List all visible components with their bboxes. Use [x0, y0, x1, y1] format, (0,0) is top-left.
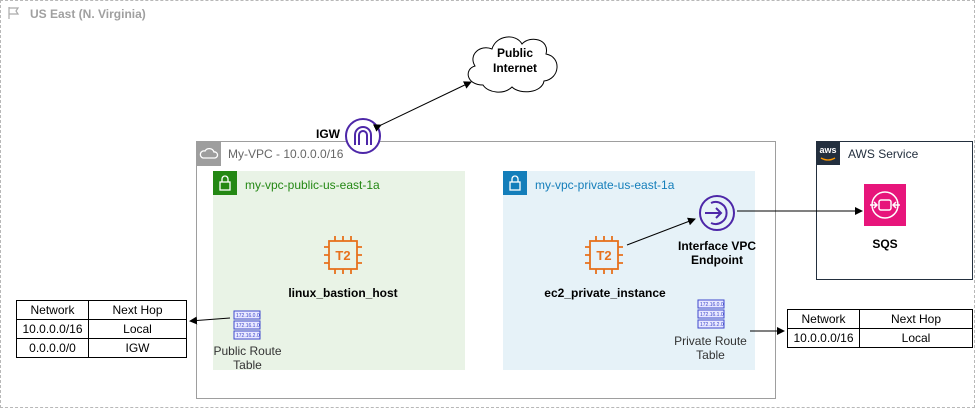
aws-logo-icon: aws	[816, 141, 840, 165]
region-flag-icon	[8, 7, 20, 19]
vpc-label: My-VPC - 10.0.0.0/16	[228, 147, 344, 161]
bastion-host-label: linux_bastion_host	[288, 286, 398, 300]
table-cell: IGW	[88, 338, 187, 358]
private-subnet-label: my-vpc-private-us-east-1a	[535, 178, 675, 192]
internet-label-line2: Internet	[492, 61, 537, 75]
sqs-icon	[864, 184, 906, 226]
vpc-cloud-icon	[197, 142, 221, 166]
instance-to-endpoint-arrow	[626, 217, 696, 246]
table-row: 10.0.0.0/16 Local	[16, 319, 187, 339]
sqs-label: SQS	[872, 237, 898, 251]
internet-gateway-icon	[345, 118, 381, 154]
public-route-table-arrow	[189, 316, 231, 325]
internet-cloud-icon	[467, 36, 558, 93]
endpoint-label-line1: Interface VPC	[677, 239, 757, 253]
ec2-t2-icon-private: T2	[585, 236, 623, 274]
public-route-table-label-line1: Public Route	[213, 344, 282, 358]
public-route-table: Network Next Hop 10.0.0.0/16 Local 0.0.0…	[16, 300, 187, 358]
table-row: 0.0.0.0/0 IGW	[16, 338, 187, 358]
table-header-cell: Next Hop	[88, 300, 187, 320]
svg-text:172.16.2.0: 172.16.2.0	[700, 322, 724, 328]
table-cell: 0.0.0.0/0	[16, 338, 89, 358]
public-subnet-label: my-vpc-public-us-east-1a	[245, 178, 380, 192]
ec2-t2-icon-public: T2	[324, 236, 362, 274]
table-row: 10.0.0.0/16 Local	[787, 328, 973, 348]
public-route-table-label-line2: Table	[233, 358, 262, 372]
table-header-row: Network Next Hop	[787, 309, 973, 329]
table-header-cell: Next Hop	[859, 309, 973, 329]
table-cell: 10.0.0.0/16	[787, 328, 860, 348]
private-subnet-container	[503, 171, 755, 370]
public-route-table-icon: 172.16.0.0 172.16.1.0 172.16.2.0	[233, 310, 261, 341]
svg-text:172.16.1.0: 172.16.1.0	[236, 323, 260, 329]
public-subnet-lock-icon	[213, 171, 237, 195]
internet-label-line1: Public	[496, 46, 533, 60]
table-header-cell: Network	[787, 309, 860, 329]
igw-internet-arrow	[372, 81, 472, 132]
table-cell: Local	[859, 328, 973, 348]
vpc-endpoint-icon	[699, 195, 735, 231]
private-route-table: Network Next Hop 10.0.0.0/16 Local	[787, 309, 973, 348]
igw-label: IGW	[316, 127, 340, 141]
svg-text:172.16.0.0: 172.16.0.0	[700, 302, 724, 308]
svg-text:172.16.1.0: 172.16.1.0	[700, 312, 724, 318]
private-subnet-lock-icon	[503, 171, 527, 195]
vpc-container	[196, 141, 776, 399]
svg-text:T2: T2	[596, 248, 611, 263]
private-instance-label: ec2_private_instance	[544, 286, 666, 300]
private-route-table-label-line2: Table	[696, 348, 725, 362]
svg-text:172.16.0.0: 172.16.0.0	[236, 313, 260, 319]
private-route-table-icon: 172.16.0.0 172.16.1.0 172.16.2.0	[697, 299, 725, 330]
region-label: US East (N. Virginia)	[30, 7, 146, 21]
svg-text:172.16.2.0: 172.16.2.0	[236, 333, 260, 339]
endpoint-label-line2: Endpoint	[691, 253, 743, 267]
aws-service-label: AWS Service	[848, 147, 919, 161]
private-route-table-label-line1: Private Route	[674, 334, 747, 348]
svg-text:T2: T2	[335, 248, 350, 263]
